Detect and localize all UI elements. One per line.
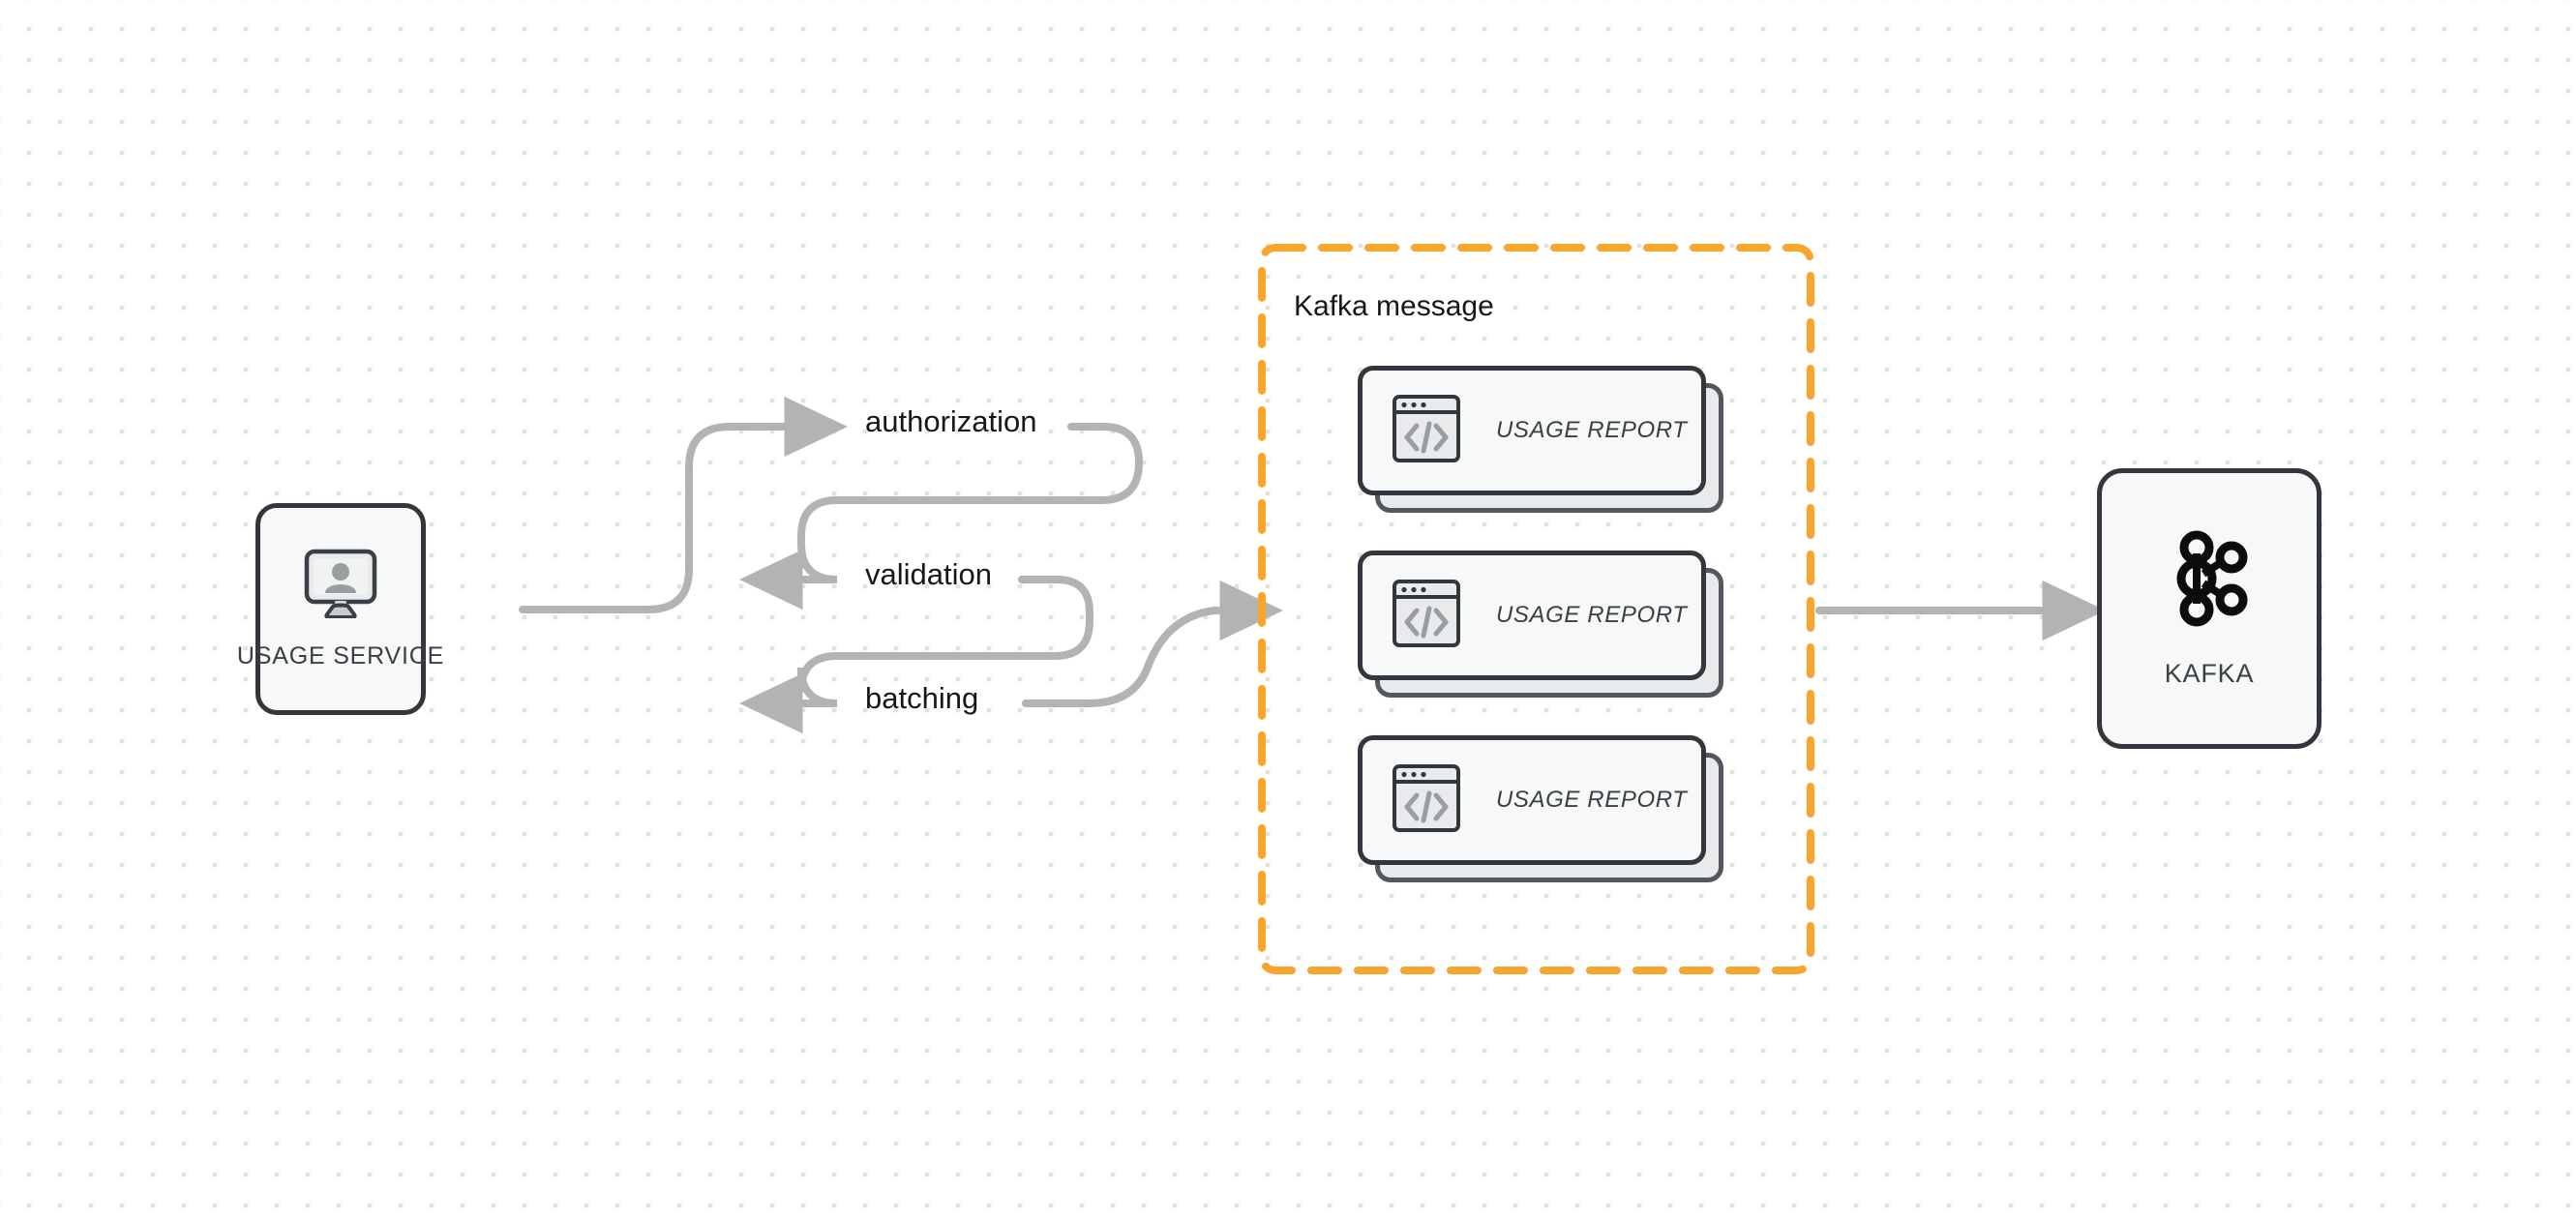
step-label-batching: batching — [865, 681, 979, 715]
node-kafka[interactable]: KAFKA — [2097, 468, 2321, 749]
list-item[interactable]: USAGE REPORT — [1358, 551, 1725, 698]
card-label: USAGE REPORT — [1496, 602, 1688, 628]
card-label: USAGE REPORT — [1496, 787, 1688, 813]
monitor-user-icon — [303, 549, 378, 623]
card-usage-report[interactable]: USAGE REPORT — [1358, 551, 1706, 680]
kafka-logo-icon — [2165, 528, 2254, 634]
card-label: USAGE REPORT — [1496, 417, 1688, 443]
code-window-icon — [1392, 579, 1461, 653]
card-usage-report[interactable]: USAGE REPORT — [1358, 366, 1706, 495]
code-window-icon — [1392, 394, 1461, 468]
group-kafka-message: Kafka message — [1258, 244, 1814, 974]
node-usage-service[interactable]: USAGE SERVICE — [237, 503, 443, 715]
step-label-authorization: authorization — [865, 404, 1037, 438]
step-label-validation: validation — [865, 557, 992, 591]
code-window-icon — [1392, 763, 1461, 838]
list-item[interactable]: USAGE REPORT — [1358, 366, 1725, 513]
connector-batching-to-kafka-message — [1022, 580, 1283, 707]
node-label-kafka: KAFKA — [2164, 659, 2255, 688]
group-title-kafka-message: Kafka message — [1294, 290, 1494, 322]
connector-usage-service-to-authorization — [519, 396, 848, 613]
list-item[interactable]: USAGE REPORT — [1358, 735, 1725, 882]
card-usage-report[interactable]: USAGE REPORT — [1358, 735, 1706, 865]
node-label-usage-service: USAGE SERVICE — [236, 641, 445, 670]
group-dashed-border — [1258, 244, 1814, 974]
